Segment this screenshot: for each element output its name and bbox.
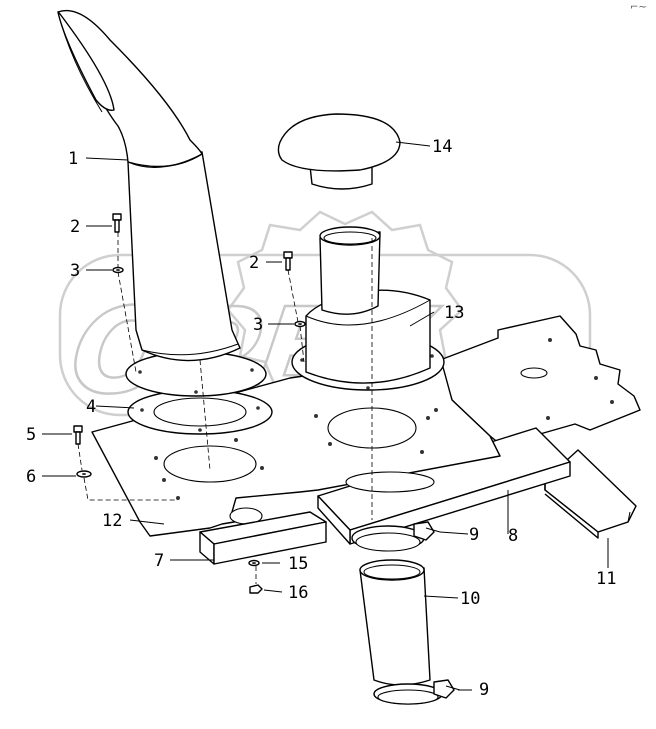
assembly-lines (77, 232, 373, 584)
callout-3-left: 3 (70, 261, 80, 281)
callout-2-left: 2 (70, 217, 80, 237)
washer-3-right (294, 320, 306, 328)
part-10-lower-pipe (359, 559, 431, 686)
callout-11: 11 (596, 569, 616, 589)
callout-1: 1 (68, 149, 78, 169)
nut-16 (249, 584, 263, 594)
callout-12: 12 (102, 511, 122, 531)
bolt-2-right (283, 251, 293, 271)
callout-6: 6 (26, 467, 36, 487)
callout-9-lower: 9 (479, 680, 489, 700)
part-4-gasket (127, 389, 273, 435)
leader-lines (42, 141, 609, 691)
part-9-clamp-upper (351, 521, 441, 552)
bolt-2-left (112, 213, 122, 233)
callout-labels: 1 2 2 3 3 4 5 6 7 8 9 9 10 11 12 13 14 1… (26, 137, 616, 700)
part-13-upper-pipe (291, 226, 445, 391)
part-14-rain-cap (277, 113, 401, 190)
callout-5: 5 (26, 425, 36, 445)
part-12-base-plate (91, 355, 501, 537)
part-1-exhaust-stack (57, 9, 267, 397)
washer-3-left (112, 266, 124, 274)
washer-15 (248, 559, 260, 567)
washer-6 (76, 470, 92, 478)
callout-2-right: 2 (249, 253, 259, 273)
callout-10: 10 (460, 589, 480, 609)
callout-14: 14 (432, 137, 452, 157)
callout-8: 8 (508, 526, 518, 546)
callout-15: 15 (288, 554, 308, 574)
callout-9-upper: 9 (469, 525, 479, 545)
corner-mark: ⌐~ (630, 2, 647, 13)
callout-13: 13 (444, 303, 464, 323)
bolt-5 (73, 425, 83, 445)
callout-16: 16 (288, 583, 308, 603)
callout-4: 4 (86, 397, 96, 417)
part-7-front-block (199, 511, 327, 565)
part-9-clamp-lower (373, 679, 461, 705)
callout-3-right: 3 (253, 315, 263, 335)
callout-7: 7 (154, 551, 164, 571)
